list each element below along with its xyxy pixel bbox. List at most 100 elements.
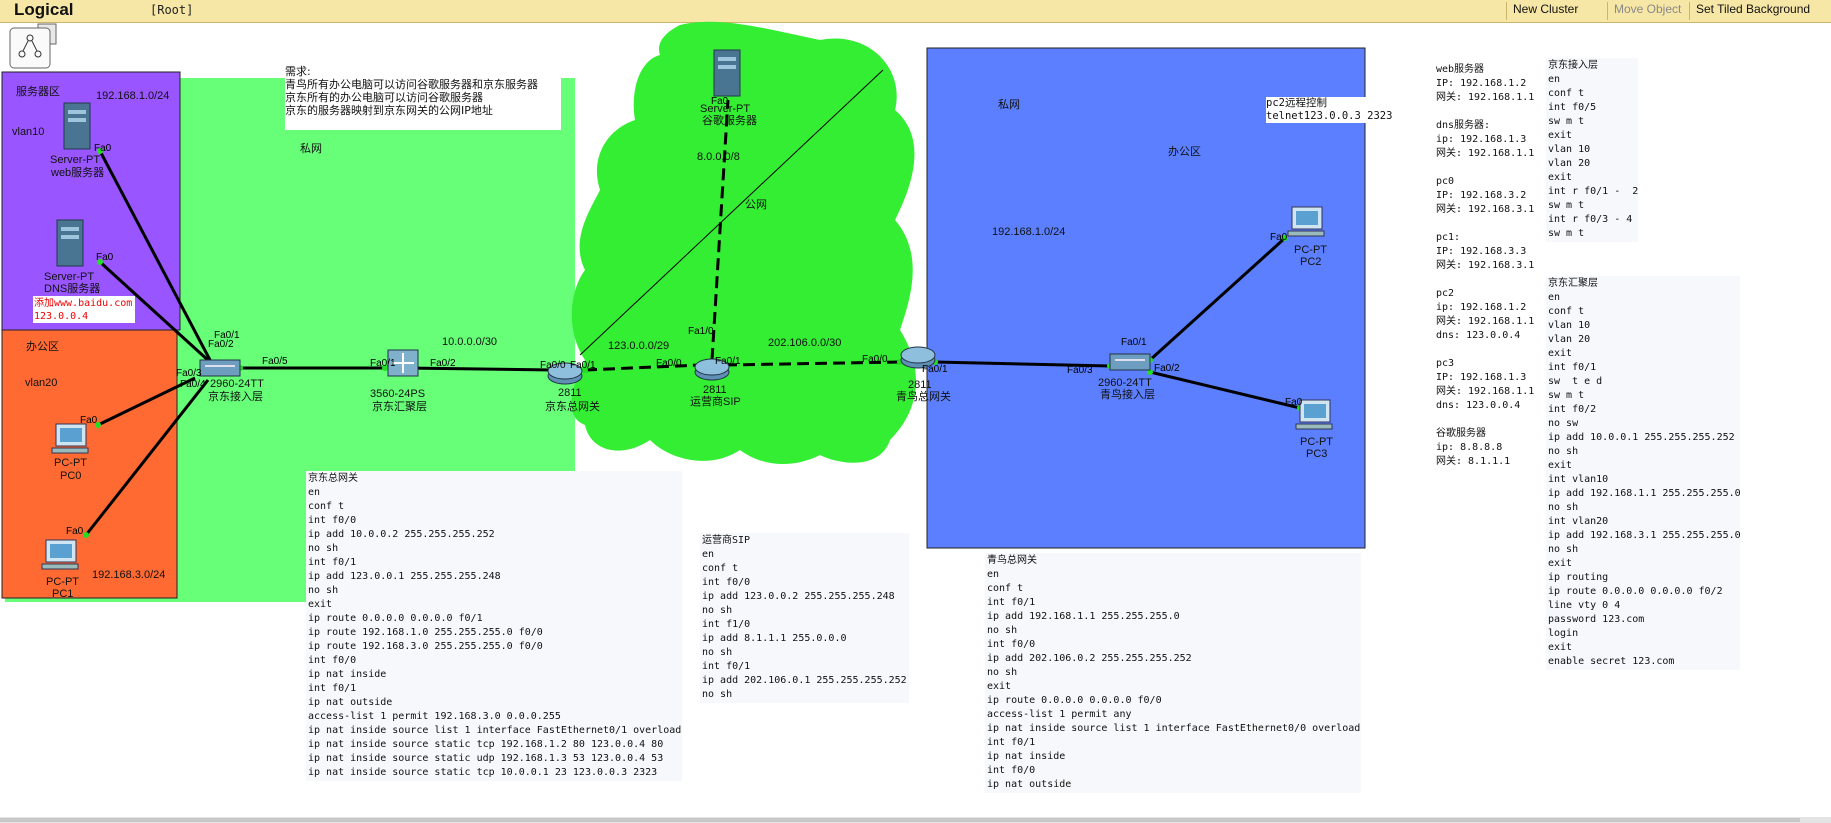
config-line: int f0/0 <box>308 515 357 526</box>
config-line: ip route 0.0.0.0 0.0.0.0 f0/0 <box>987 695 1162 706</box>
config-line: en <box>702 549 715 560</box>
new-cluster-button[interactable]: New Cluster <box>1506 2 1584 20</box>
config-line: IP: 192.168.1.3 <box>1436 372 1527 383</box>
link-label-gw-isp: 123.0.0.0/29 <box>608 340 669 352</box>
qn-access-port-f02: Fa0/2 <box>1154 363 1180 374</box>
pc0-name: PC0 <box>60 470 81 482</box>
jd-agg-name: 京东汇聚层 <box>372 399 427 413</box>
jd-gateway-router[interactable]: 2811 京东总网关 Fa0/0 Fa0/1 <box>540 360 600 413</box>
config-line: ip nat inside source static udp 192.168.… <box>308 753 664 764</box>
config-line: ip add 123.0.0.1 255.255.255.248 <box>308 571 501 582</box>
google-server-model: Server-PT <box>700 103 750 115</box>
jd-access-port-f01: Fa0/1 <box>214 330 240 341</box>
config-line: int f0/1 <box>308 557 357 568</box>
web-server[interactable]: Server-PT web服务器 Fa0 <box>50 102 112 179</box>
config-line: ip: 192.168.1.3 <box>1436 134 1527 145</box>
config-line: dns: 123.0.0.4 <box>1436 330 1521 341</box>
config-line: conf t <box>1548 306 1585 317</box>
isp-name: 运营商SIP <box>690 394 741 408</box>
config-line: int f0/1 <box>987 737 1036 748</box>
config-line: ip add 123.0.0.2 255.255.255.248 <box>702 591 895 602</box>
google-server-port: Fa0 <box>711 96 729 107</box>
config-line: ip route 192.168.1.0 255.255.255.0 f0/0 <box>308 627 543 638</box>
config-line: ip add 8.1.1.1 255.0.0.0 <box>702 633 847 644</box>
config-line: 网关: 192.168.3.1 <box>1436 204 1535 215</box>
root-breadcrumb[interactable]: [Root] <box>150 3 194 17</box>
office-zone <box>1 329 178 599</box>
office-right-label: 办公区 <box>1168 145 1201 158</box>
pc3[interactable]: PC-PT PC3 Fa0 <box>1285 397 1333 460</box>
config-line: en <box>1548 74 1561 85</box>
server-vlan-label: vlan10 <box>12 126 44 138</box>
qn-access-switch[interactable]: 2960-24TT 青鸟接入层 Fa0/3 Fa0/1 Fa0/2 <box>1067 337 1180 401</box>
isp-router[interactable]: 2811 运营商SIP Fa0/0 Fa0/1 Fa1/0 <box>656 326 741 408</box>
pc1[interactable]: PC-PT PC1 Fa0 <box>41 526 84 600</box>
config-line: ip nat inside <box>308 669 387 680</box>
config-line: access-list 1 permit 192.168.3.0 0.0.0.2… <box>308 711 561 722</box>
right-subnet-label: 192.168.1.0/24 <box>992 226 1065 238</box>
config-line: 网关: 192.168.1.1 <box>1436 92 1535 103</box>
pc0[interactable]: PC-PT PC0 Fa0 <box>51 415 98 482</box>
config-line: 网关: 192.168.1.1 <box>1436 316 1535 327</box>
link-label-isp-qn: 202.106.0.0/30 <box>768 337 841 349</box>
config-line: pc1: <box>1436 232 1461 243</box>
config-line: sw m t <box>1548 228 1585 239</box>
qn-gateway-router[interactable]: 2811 青鸟总网关 Fa0/0 Fa0/1 <box>862 346 951 403</box>
config-line: ip nat outside <box>308 697 393 708</box>
remote-note-line: pc2远程控制 <box>1266 97 1327 109</box>
google-server[interactable]: Server-PT 谷歌服务器 Fa0 <box>700 49 757 127</box>
config-line: pc3 <box>1436 358 1455 369</box>
dns-note-line1: 添加www.baidu.com <box>34 296 132 309</box>
horizontal-scrollbar[interactable] <box>0 817 1831 823</box>
jd-access-model: 2960-24TT <box>210 378 264 390</box>
config-line: int f0/1 <box>702 661 751 672</box>
config-line: no sh <box>702 605 733 616</box>
config-line: sw m t <box>1548 390 1585 401</box>
config-line: 京东总网关 <box>308 473 358 484</box>
jd-access-port-f03: Fa0/3 <box>176 368 202 379</box>
config-line: 运营商SIP <box>702 535 751 546</box>
config-line: no sh <box>987 667 1018 678</box>
link-isp-qn <box>724 360 901 367</box>
qn-gateway-port-f01: Fa0/1 <box>922 364 948 375</box>
config-line: no sh <box>702 647 733 658</box>
config-line: ip nat inside source static tcp 10.0.0.1… <box>308 767 658 778</box>
config-line: no sh <box>987 625 1018 636</box>
config-line <box>1436 413 1556 427</box>
config-line: ip route 0.0.0.0 0.0.0.0 f0/1 <box>308 613 483 624</box>
config-line <box>1436 105 1556 119</box>
dns-server[interactable]: Server-PT DNS服务器 Fa0 <box>44 219 114 295</box>
scrollbar-thumb[interactable] <box>0 818 1800 822</box>
config-line: vlan 20 <box>1548 334 1591 345</box>
link-web-switch <box>98 150 212 361</box>
link-agg-gw <box>404 366 556 372</box>
config-line: 京东接入层 <box>1548 60 1598 71</box>
link-thin-diag <box>579 69 884 356</box>
dns-server-port: Fa0 <box>96 252 114 263</box>
pc2[interactable]: PC-PT PC2 Fa0 <box>1270 206 1327 268</box>
config-line: int f1/0 <box>702 619 751 630</box>
config-line: 谷歌服务器 <box>1436 428 1486 439</box>
jd-agg-switch[interactable]: 3560-24PS 京东汇聚层 Fa0/1 Fa0/2 <box>370 349 456 413</box>
config-line: ip add 192.168.1.1 255.255.255.0 <box>987 611 1180 622</box>
isp-port-f10: Fa1/0 <box>688 326 714 337</box>
set-tiled-background-button[interactable]: Set Tiled Background <box>1689 2 1816 20</box>
config-line: IP: 192.168.3.2 <box>1436 190 1527 201</box>
move-object-button[interactable]: Move Object <box>1607 2 1687 20</box>
cluster-navigation-icon[interactable] <box>8 22 58 70</box>
config-line: int f0/0 <box>987 639 1036 650</box>
config-line: ip add 192.168.3.1 255.255.255.0 <box>1548 530 1741 541</box>
config-line: exit <box>308 599 333 610</box>
jd-access-switch[interactable]: 2960-24TT 京东接入层 Fa0/1 Fa0/2 Fa0/3 Fa0/4 … <box>176 330 288 403</box>
qn-access-port-f01: Fa0/1 <box>1121 337 1147 348</box>
config-line: no sh <box>1548 544 1579 555</box>
config-line: en <box>1548 292 1561 303</box>
link-pc0-switch <box>97 376 196 427</box>
public-zone-label: 公网 <box>745 198 767 211</box>
web-server-model: Server-PT <box>50 154 100 166</box>
